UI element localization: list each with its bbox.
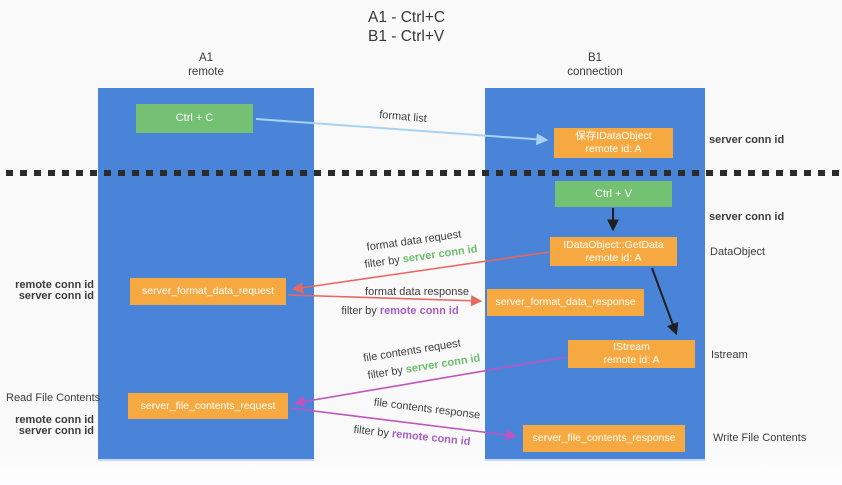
node-getdata-line1: IDataObject::GetData	[563, 238, 664, 251]
side-label-remote-conn-id-bottom: remote conn id	[15, 414, 94, 426]
node-server-format-data-request: server_format_data_request	[130, 278, 286, 305]
node-getdata-line2: remote id: A	[585, 251, 642, 264]
node-file-response-label: server_file_contents_response	[532, 432, 676, 444]
side-label-write-file-contents: Write File Contents	[713, 432, 807, 444]
node-server-format-data-response: server_format_data_response	[487, 289, 644, 316]
filter-by-text: filter by	[366, 364, 404, 382]
node-server-file-contents-request: server_file_contents_request	[128, 393, 288, 419]
node-save-idataobject-line1: 保存IDataObject	[575, 130, 652, 142]
node-istream-line2: remote id: A	[603, 354, 660, 366]
remote-conn-id-text: remote conn id	[391, 427, 471, 449]
node-idataobject-getdata: IDataObject::GetData remote id: A	[550, 237, 677, 266]
side-label-dataobject: DataObject	[710, 246, 766, 258]
lane-header-b1: B1 connection	[485, 52, 705, 79]
node-istream: IStream remote id: A	[568, 340, 695, 368]
node-save-idataobject: 保存IDataObject remote id: A	[554, 128, 673, 158]
edge-label-format-data-response: format data response	[365, 286, 469, 298]
edge-label-filter-by-remote-2: filter by remote conn id	[353, 424, 471, 448]
filter-by-text: filter by	[363, 254, 401, 271]
node-ctrl-v: Ctrl + V	[555, 181, 672, 207]
node-istream-line1: IStream	[613, 341, 650, 353]
node-ctrl-c: Ctrl + C	[136, 104, 253, 133]
title-line-paste: B1 - Ctrl+V	[368, 28, 445, 45]
side-label-istream: Istream	[711, 349, 748, 361]
side-label-server-conn-id-mid: server conn id	[709, 211, 785, 223]
side-label-remote-conn-id-top: remote conn id	[15, 279, 94, 291]
lane-b1-name: B1	[587, 52, 603, 64]
diagram-title: A1 - Ctrl+C B1 - Ctrl+V	[368, 8, 445, 46]
lane-a1-name: A1	[198, 52, 214, 64]
edge-label-format-list: format list	[378, 108, 428, 126]
lane-b1-role: connection	[567, 65, 623, 78]
filter-by-text: filter by	[353, 423, 390, 440]
lane-a1-role: remote	[188, 65, 224, 78]
node-file-request-label: server_file_contents_request	[140, 399, 276, 412]
node-server-file-contents-response: server_file_contents_response	[523, 425, 685, 452]
edge-label-filter-by-remote-1: filter by remote conn id	[341, 305, 458, 317]
filter-by-text: filter by	[341, 305, 377, 317]
node-format-response-label: server_format_data_response	[495, 296, 636, 308]
title-line-copy: A1 - Ctrl+C	[368, 9, 446, 26]
side-label-server-conn-id-left-top: server conn id	[18, 290, 94, 302]
side-label-read-file-contents: Read File Contents	[6, 392, 101, 404]
node-format-request-label: server_format_data_request	[142, 285, 274, 297]
side-label-server-conn-id-left-bottom: server conn id	[18, 425, 94, 437]
lane-header-a1: A1 remote	[98, 52, 314, 79]
node-ctrl-c-label: Ctrl + C	[175, 112, 214, 124]
node-ctrl-v-label: Ctrl + V	[595, 187, 632, 200]
remote-conn-id-text: remote conn id	[379, 305, 459, 317]
node-save-idataobject-line2: remote id: A	[585, 143, 642, 155]
edge-label-file-contents-response: file contents response	[373, 396, 481, 422]
side-label-server-conn-id-top: server conn id	[709, 134, 785, 146]
